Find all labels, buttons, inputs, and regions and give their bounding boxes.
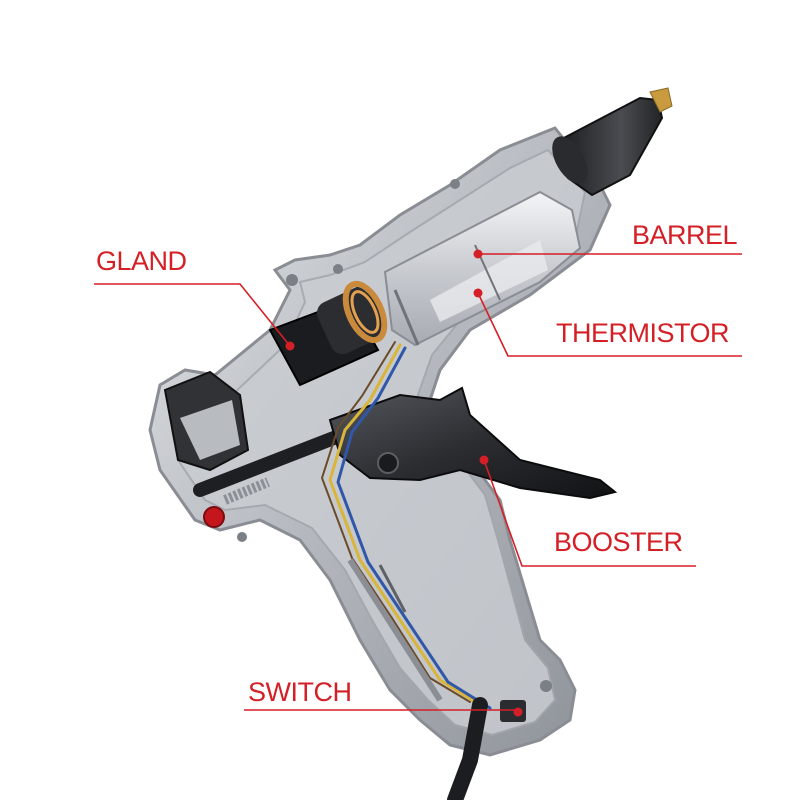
switch-body — [500, 700, 526, 722]
booster-callout-line — [483, 459, 696, 567]
gland-callout-line — [94, 283, 291, 347]
wires — [320, 341, 492, 800]
barrel-label: BARREL — [632, 220, 738, 250]
thermistor-label: THERMISTOR — [556, 318, 730, 348]
trigger — [328, 386, 618, 500]
rear-clip — [163, 370, 250, 528]
gland-label: GLAND — [96, 246, 187, 276]
handle-details — [347, 558, 526, 722]
switch-label: SWITCH — [248, 677, 352, 707]
gland — [268, 280, 388, 387]
nozzle — [552, 87, 673, 197]
booster-label: BOOSTER — [554, 527, 683, 557]
thermistor-callout-line — [477, 292, 742, 357]
callout-lines — [94, 249, 742, 717]
